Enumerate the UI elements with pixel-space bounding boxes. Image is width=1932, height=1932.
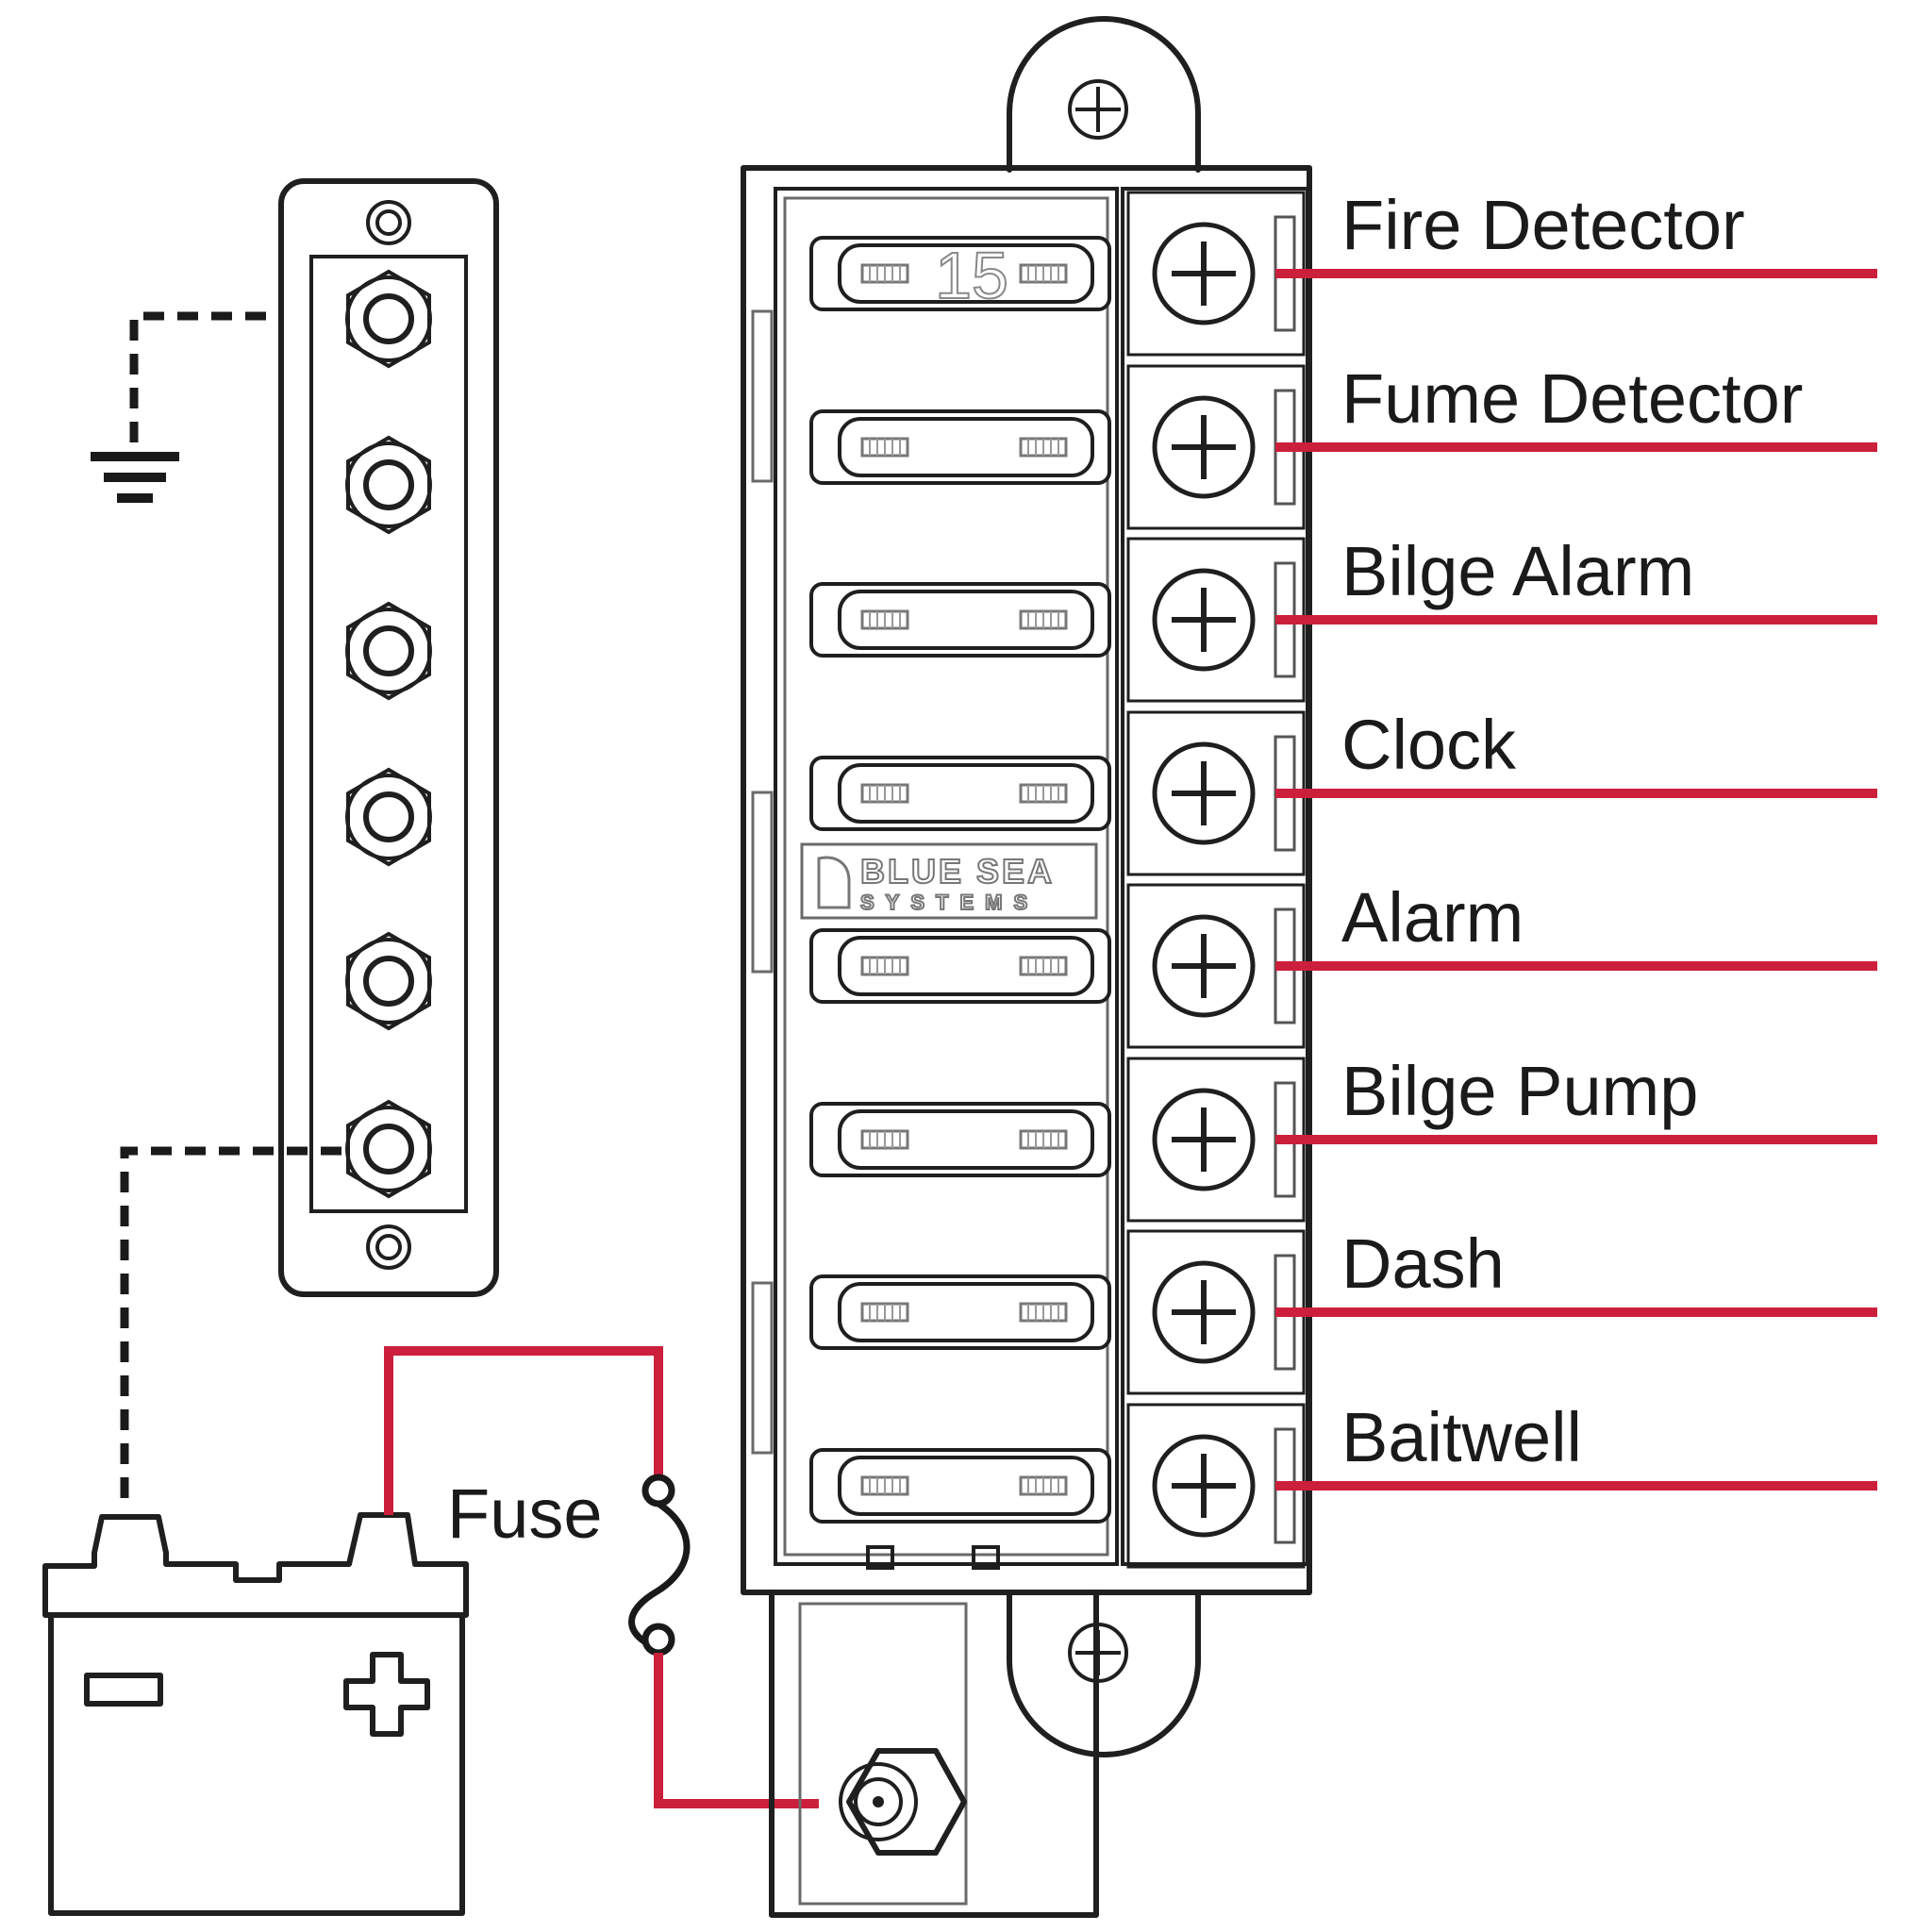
ground-wire (129, 311, 266, 443)
blade-fuse (809, 1448, 1111, 1524)
fuse-blade-slot (860, 1475, 909, 1496)
circuit-label: Fume Detector (1341, 359, 1803, 438)
ground-symbol-icon (91, 452, 179, 503)
positive-feed-wire (384, 1346, 663, 1515)
positive-stud-icon (839, 1748, 967, 1856)
fuse-blade-slot (1019, 1475, 1068, 1496)
brand-line-2: SYSTEMS (860, 891, 1039, 914)
fuse-blade-slot (1019, 263, 1068, 284)
fuse-blade-slot (860, 1302, 909, 1323)
circuit-label: Alarm (1341, 878, 1524, 957)
blade-fuse (809, 1102, 1111, 1177)
circuit-label: Fire Detector (1341, 186, 1745, 264)
blade-fuse (809, 928, 1111, 1004)
fuse-blade-slot (1019, 437, 1068, 458)
fuse-blade-slot (860, 783, 909, 804)
battery (42, 1512, 469, 1916)
fuse-label: Fuse (447, 1474, 603, 1553)
bus-stud-icon (345, 601, 432, 701)
positive-feed-wire-lower (654, 1653, 819, 1808)
circuit-label: Baitwell (1341, 1398, 1582, 1476)
battery-positive-icon (343, 1652, 430, 1737)
blade-fuse: 15 (809, 236, 1111, 313)
bus-stud-icon (345, 1099, 432, 1199)
fuse-blade-slot (1019, 1129, 1068, 1150)
fuse-blade-slot (860, 956, 909, 976)
fuse-blade-slot (860, 263, 909, 284)
bus-stud-icon (345, 931, 432, 1031)
screw-terminal-icon (1126, 364, 1306, 530)
circuit-label: Bilge Pump (1341, 1052, 1698, 1130)
brand-line-1: BLUE SEA (860, 852, 1055, 891)
bus-stud-icon (345, 435, 432, 535)
fuse-blade-slot (1019, 1302, 1068, 1323)
mount-hole-icon (366, 1224, 411, 1270)
screw-terminal-icon (1126, 1229, 1306, 1395)
fuse-blade-slot (1019, 783, 1068, 804)
mount-hole-icon (366, 200, 411, 245)
fuse-blade-slot (1019, 609, 1068, 630)
circuit-label: Dash (1341, 1224, 1505, 1303)
blade-fuse (809, 582, 1111, 658)
brand-logo: BLUE SEA SYSTEMS (800, 842, 1098, 920)
blade-fuse (809, 409, 1111, 485)
bus-stud-icon (345, 767, 432, 867)
circuit-label: Clock (1341, 706, 1517, 784)
negative-wire (120, 1146, 341, 1500)
circuit-label: Bilge Alarm (1341, 532, 1694, 610)
fuse-block: BLUE SEA SYSTEMS 15 (741, 16, 1312, 1918)
fuse-blade-slot (860, 437, 909, 458)
fuse-blade-slot (860, 1129, 909, 1150)
battery-negative-icon (84, 1673, 163, 1707)
mount-hole-icon (1068, 79, 1128, 140)
bus-stud-icon (345, 269, 432, 369)
fuse-rating: 15 (935, 239, 1008, 312)
fuse-blade-slot (860, 609, 909, 630)
negative-bus-bar (278, 178, 499, 1297)
fuse-symbol-icon (628, 1474, 691, 1657)
blade-fuse (809, 1274, 1111, 1350)
screw-terminal-icon (1126, 1403, 1306, 1569)
screw-terminal-icon (1126, 710, 1306, 876)
blade-fuse (809, 756, 1111, 831)
fuse-blade-slot (1019, 956, 1068, 976)
